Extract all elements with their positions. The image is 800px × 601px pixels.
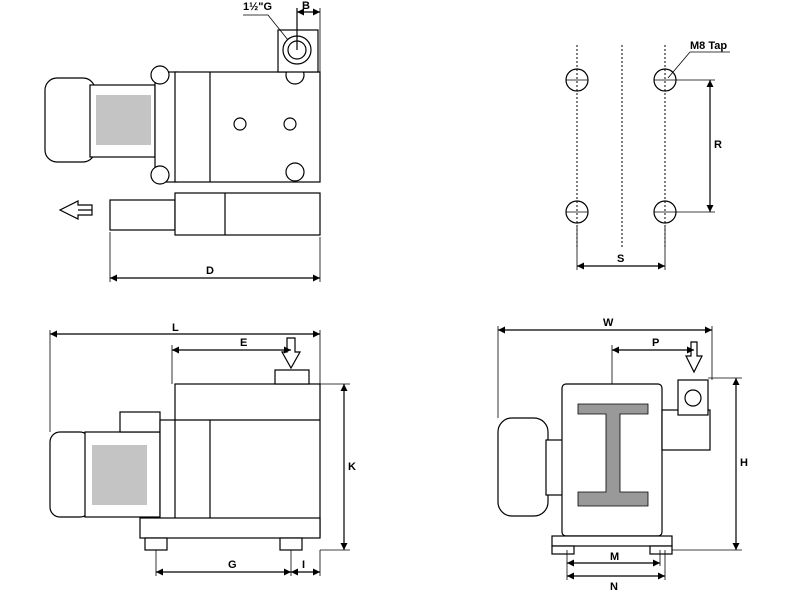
motor-fins [96,95,151,145]
dim-D: D [206,265,214,277]
terminal-box [119,411,161,433]
top-view: B 1½"G D [44,0,321,282]
motor-flange [154,71,178,183]
side-view: L E K G I [49,322,356,576]
motor-fan-cover [44,77,96,163]
inlet-flange [274,369,310,385]
dim-I: I [302,559,305,571]
motor-end [497,417,549,517]
motor-fan-cover [49,431,91,518]
dim-S: S [617,253,624,265]
exhaust-housing [174,192,321,236]
base-frame [139,517,321,539]
port-hole [233,117,247,131]
cooling-fins-i-beam [577,403,649,507]
inlet-arrow-icon [685,341,703,374]
dim-B: B [302,0,310,12]
dim-K: K [348,461,356,473]
flow-arrow-icon [58,200,93,220]
end-view: W P H M N [497,317,748,593]
dim-P: P [652,337,659,349]
side-housing [661,409,711,451]
dim-G: G [228,559,237,571]
dim-N: N [610,581,618,593]
dim-E: E [240,337,247,349]
dim-H: H [740,457,748,469]
dim-R: R [714,139,722,151]
inlet-flange [677,379,709,416]
thread-label: 1½"G [243,1,272,13]
inlet-arrow-icon [280,337,302,370]
dim-W: W [603,317,614,329]
motor-body [84,431,161,518]
motor-body [89,84,156,158]
port-hole [283,117,297,131]
tap-label: M8 Tap [690,40,727,52]
dim-L: L [172,322,179,334]
pump-body-side [174,383,321,537]
mounting-hole-pattern: M8 Tap R S [565,40,730,270]
exhaust-filter [109,199,176,231]
dim-M: M [610,551,619,563]
